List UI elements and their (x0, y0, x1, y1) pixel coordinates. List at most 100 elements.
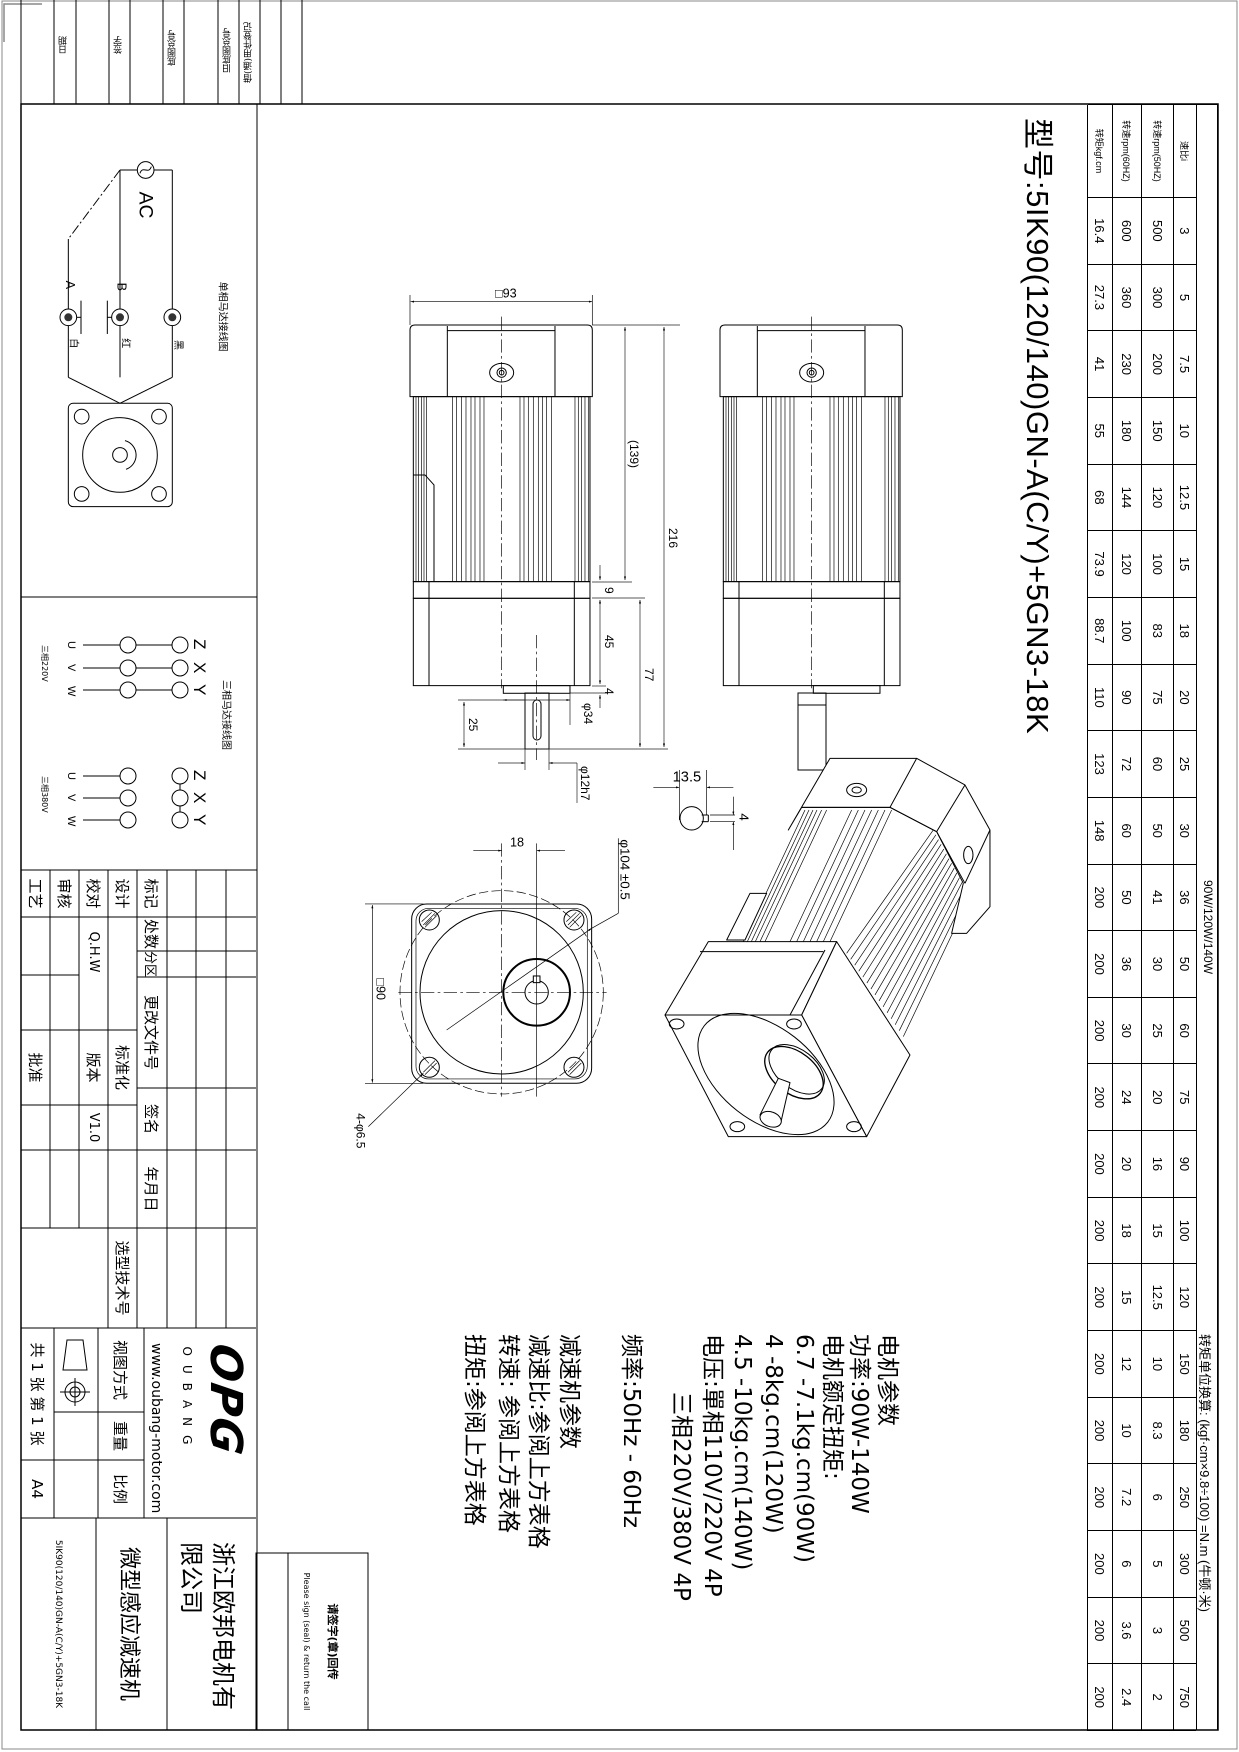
table-cell: 300 (1141, 264, 1173, 332)
table-cell: 100 (1173, 1197, 1196, 1265)
table-cell: 120 (1173, 1264, 1196, 1332)
table-cell: 50 (1141, 797, 1173, 865)
motor-power: 功率:90W-140W (846, 1334, 872, 1514)
table-cell: 123 (1087, 731, 1112, 798)
table-cell: 6 (1112, 1531, 1141, 1598)
dim-25: 25 (466, 718, 480, 732)
table-cell: 5 (1141, 1531, 1173, 1598)
cooling-fin (816, 809, 879, 942)
table-cell: 300 (1173, 1531, 1196, 1598)
table-cell: 200 (1087, 1064, 1112, 1132)
table-cell: 120 (1112, 531, 1141, 598)
three-phase-380v-label: 三相380V (40, 776, 50, 813)
cooling-fin (870, 858, 950, 990)
cooling-fin (751, 809, 814, 942)
binding-strip-grid (20, 0, 303, 104)
reducer-ratio: 减速比:参阅上方表格 (525, 1334, 551, 1549)
product-name: 微型感应减速机 (116, 1546, 142, 1701)
terminal-b-label: B (115, 283, 129, 291)
table-row-label: 速比i (1173, 105, 1196, 198)
table-row-label: 转速rpm(50HZ) (1141, 105, 1173, 198)
motor-torque-120w: 4 -8kg.cm(120W) (760, 1334, 786, 1534)
tb-date: 年月日 (142, 1166, 161, 1212)
motor-params-heading: 电机参数 (874, 1334, 900, 1426)
cooling-fin (862, 848, 945, 978)
table-cell: 72 (1112, 731, 1141, 798)
table-cell: 16 (1141, 1131, 1173, 1198)
table-row-label: 转速rpm(60HZ) (1112, 105, 1141, 198)
table-cell: 88.7 (1087, 597, 1112, 665)
terminal-w-220: W (65, 686, 77, 697)
dim-key-4: 4 (736, 813, 751, 821)
table-cell: 20 (1173, 664, 1196, 732)
terminal-black (163, 308, 182, 327)
flange-front-view: 18 □90 φ104 ±0.5 4-φ6.5 (354, 836, 633, 1149)
table-cell: 144 (1112, 464, 1141, 532)
wire-white-label: 白 (68, 338, 81, 348)
three-phase-220v-label: 三相220V (40, 645, 50, 682)
shaft-key-detail: 13.5 4 (653, 770, 751, 850)
ac-label: AC (134, 192, 155, 219)
table-cell: 500 (1173, 1597, 1196, 1665)
table-cell: 18 (1112, 1197, 1141, 1265)
table-cell: 200 (1087, 1464, 1112, 1532)
table-cell: 20 (1112, 1131, 1141, 1198)
dim-square-90: □90 (374, 978, 388, 1000)
dim-phi104: φ104 ±0.5 (618, 839, 633, 899)
table-cell: 50 (1173, 931, 1196, 998)
table-cell: 16.4 (1087, 198, 1112, 265)
table-cell: 60 (1173, 997, 1196, 1065)
cooling-fin (886, 877, 960, 1013)
motor-rated-torque-label: 电机额定扭矩: (819, 1334, 845, 1480)
dim-square-93: □93 (495, 286, 517, 300)
terminal-a-label: A (63, 281, 77, 290)
table-row-label: 转矩kgf.cm (1087, 105, 1112, 198)
terminal-z-380: Z (190, 770, 209, 780)
terminal-u-220: U (65, 641, 77, 649)
table-cell: 100 (1112, 597, 1141, 665)
table-cell: 25 (1173, 731, 1196, 798)
terminal-x-220: X (190, 662, 209, 673)
table-cell: 180 (1173, 1397, 1196, 1465)
table-cell: 41 (1087, 331, 1112, 398)
dim-4: 4 (602, 688, 616, 695)
dim-45: 45 (602, 635, 616, 649)
dim-18: 18 (510, 836, 524, 850)
tb-sign: 签名 (142, 1103, 161, 1134)
model-title: 型号:5IK90(120/140)GN-A(C/Y)+5GN3-18K (1020, 118, 1055, 735)
table-cell: 200 (1087, 1531, 1112, 1598)
table-cell: 230 (1112, 331, 1141, 398)
single-phase-wiring-diagram: AC A B 白 红 黑 单相马达接线图 (59, 161, 229, 508)
table-cell: 15 (1173, 531, 1196, 598)
table-cell: 12.5 (1141, 1264, 1173, 1332)
table-cell: 200 (1087, 1331, 1112, 1398)
cooling-fin (850, 834, 937, 960)
corner-mark (3, 3, 42, 42)
terminal-box (413, 474, 435, 582)
table-cell: 12.5 (1173, 464, 1196, 532)
tb-version: V1.0 (86, 1112, 101, 1143)
cooling-fin (894, 886, 966, 1025)
cooling-fin (803, 809, 866, 942)
tb-checker: Q.H.W (86, 931, 101, 973)
cooling-fin (764, 809, 827, 942)
note-box-title: 请签字(章)回传 (326, 1603, 339, 1680)
table-cell: 30 (1141, 931, 1173, 998)
table-cell: 8.3 (1141, 1397, 1173, 1465)
table-cell: 750 (1173, 1664, 1196, 1731)
cooling-fin (882, 872, 958, 1008)
table-cell: 68 (1087, 464, 1112, 532)
motor-torque-90w: 6.7 -7.1kg.cm(90W) (791, 1334, 817, 1564)
company-website: www.oubang-motor.com (148, 1343, 164, 1514)
cooling-fin (878, 867, 955, 1002)
table-cell: 150 (1173, 1331, 1196, 1398)
table-cell: 2.4 (1112, 1664, 1141, 1731)
terminal-w-380: W (65, 816, 77, 827)
table-cell: 180 (1112, 397, 1141, 465)
table-cell: 200 (1087, 1597, 1112, 1665)
cooling-fin (854, 839, 939, 966)
terminal-y-220: Y (190, 684, 209, 695)
table-cell: 110 (1087, 664, 1112, 732)
